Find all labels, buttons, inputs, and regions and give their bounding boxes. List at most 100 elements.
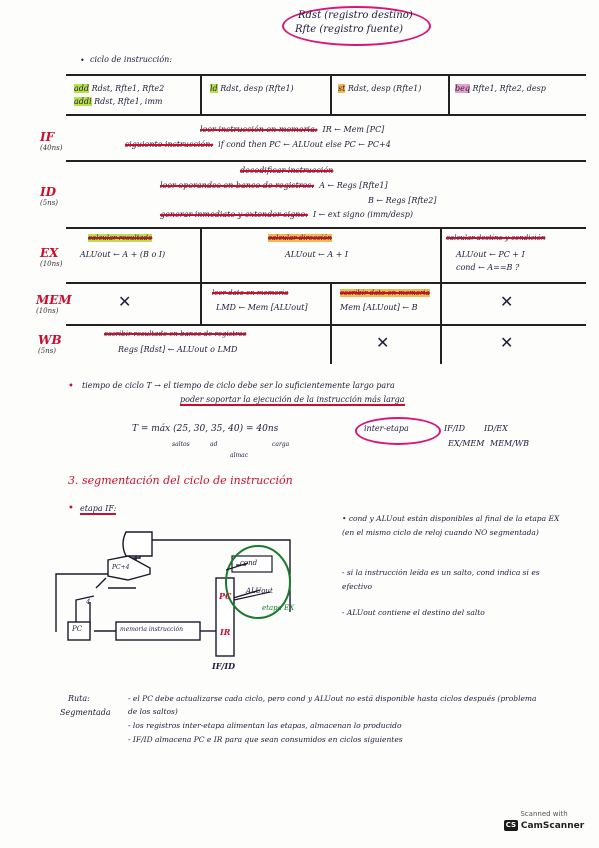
stage-ex: EX(10ns) [40,246,63,268]
mux-shape [122,531,153,557]
diagram-adder-label: PC+4 [112,564,130,571]
formats-div1 [200,74,202,114]
format-addi: addi Rdst, Rfte1, imm [74,97,163,106]
interstage-oval [355,417,441,445]
cycle-label-ad: ad [210,441,218,448]
if-row1: leer instrucción en memoria: IR ← Mem [P… [200,125,385,134]
formats-bottom-line [66,114,586,116]
stage-id: ID(5ns) [40,185,59,207]
footer-item2: - los registros inter-etapa alimentan la… [128,721,402,730]
ex-cell3-text2: cond ← A==B ? [456,263,520,272]
diagram-pc: PC [72,625,83,633]
id-row2: leer operandos en banco de registros: A … [160,181,388,190]
ex-cell1-text: ALUout ← A + (B o I) [80,250,166,259]
wb-div2 [440,324,442,364]
cond-box [231,555,273,573]
format-beq: beq Rfte1, Rfte2, desp [455,84,546,93]
diagram-reg-pc: PC [219,591,232,601]
cs-icon: CS [503,820,518,831]
camscanner-logo: CS CamScanner [503,820,585,831]
wb-div1 [330,324,332,364]
interstage-exmem: EX/MEM [448,439,485,448]
stage-mem: MEM(10ns) [36,293,72,315]
intro-bullet: • [80,56,85,65]
interstage-ifid: IF/ID [444,424,465,433]
diagram-cond: cond [240,559,258,567]
id-row3: B ← Regs [Rfte2] [368,196,437,205]
cycle-label-almac: almac [230,452,249,459]
mem-cell4: ✕ [500,292,514,311]
diagram-reg-ir: IR [220,627,231,637]
section-sub-bullet: • [68,503,74,514]
cycle-label-saltos: saltos [172,441,190,448]
formats-top-line [66,74,586,76]
mem-div2 [330,282,332,324]
id-row4: generar inmediato y extender signo: I ← … [160,210,413,219]
section-sub: etapa IF: [80,504,117,515]
ifid-register [215,577,235,657]
footer-item3: - IF/ID almacena PC e IR para que sean c… [128,735,403,744]
section-title: 3. segmentación del ciclo de instrucción [68,474,293,487]
mem-cell3-text: Mem [ALUout] ← B [340,303,418,312]
mem-div1 [200,282,202,324]
mem-cell1: ✕ [118,292,132,311]
memory-box [115,621,201,641]
ex-cell3-text: ALUout ← PC + I [456,250,525,259]
wb-cell1-label: escribir resultado en banco de registros [104,330,247,338]
interstage-title: inter-etapa [364,424,409,433]
cycle-label-carga: carga [272,441,290,448]
mem-cell2-text: LMD ← Mem [ALUout] [216,303,308,312]
stage-wb: WB(5ns) [38,333,62,355]
ex-cell2-text: ALUout ← A + I [285,250,349,259]
scanned-with-text: Scanned with [520,810,568,818]
diagram-ifid: IF/ID [212,661,236,671]
diagram-four: 4 [86,598,91,606]
if-row2: siguiente instrucción: if cond then PC ←… [125,140,391,149]
cycle-note-l2: poder soportar la ejecución de la instru… [180,395,405,406]
diagram-aluout: ALUout [246,587,273,595]
mem-cell3-label: escribir dato en memoria [340,289,430,297]
camscanner-text: CamScanner [520,820,585,831]
ex-cell2-label: calcular dirección [268,234,332,242]
diagram-memory: memoria instrucción [120,626,183,633]
mem-cell2-label: leer dato en memoria [212,289,289,297]
ex-cell1-label: calcular resultado [88,234,153,242]
ex-div1 [200,227,202,282]
footer-item1: - el PC debe actualizarse cada ciclo, pe… [128,694,537,716]
intro-text: ciclo de instrucción: [90,55,173,64]
interstage-idex: ID/EX [484,424,508,433]
footer-label1: Ruta: [68,694,90,703]
cycle-note-l1: tiempo de ciclo T → el tiempo de ciclo d… [82,381,395,390]
id-row1: decodificar instrucción [240,166,334,175]
camscanner-badge: Scanned with CS CamScanner [503,810,585,842]
ex-cell3-label: calcular destino y condición [446,234,546,242]
wb-cell3: ✕ [500,333,514,352]
note2: - si la instrucción leída es un salto, c… [342,568,540,591]
pc-box [67,621,91,641]
wb-cell1-text: Regs [Rdst] ← ALUout o LMD [118,345,238,354]
formats-div2 [330,74,332,114]
format-add: add Rdst, Rfte1, Rfte2 [74,84,165,93]
cycle-formula: T = máx (25, 30, 35, 40) = 40ns [132,424,279,434]
note1: • cond y ALUout están disponibles al fin… [342,514,560,537]
cycle-bullet: • [68,381,74,392]
mem-div3 [440,282,442,324]
note3: - ALUout contiene el destino del salto [342,608,485,617]
interstage-memwb: MEM/WB [490,439,530,448]
id-bottom-line [66,227,586,229]
formats-div3 [448,74,450,114]
ex-bottom-line [66,282,586,284]
header-line1: Rdst (registro destino) [298,10,413,21]
ex-div2 [440,227,442,282]
header-line2: Rfte (registro fuente) [295,24,404,35]
format-st: st Rdst, desp (Rfte1) [338,84,422,93]
ex-stage-oval [225,545,291,619]
stage-if: IF(40ns) [40,130,63,152]
format-ld: ld Rdst, desp (Rfte1) [210,84,294,93]
wb-cell2: ✕ [376,333,390,352]
header-oval [282,6,431,46]
diagram-etapa-ex: etapa EX [262,604,295,612]
footer-label2: Segmentada [60,708,111,717]
